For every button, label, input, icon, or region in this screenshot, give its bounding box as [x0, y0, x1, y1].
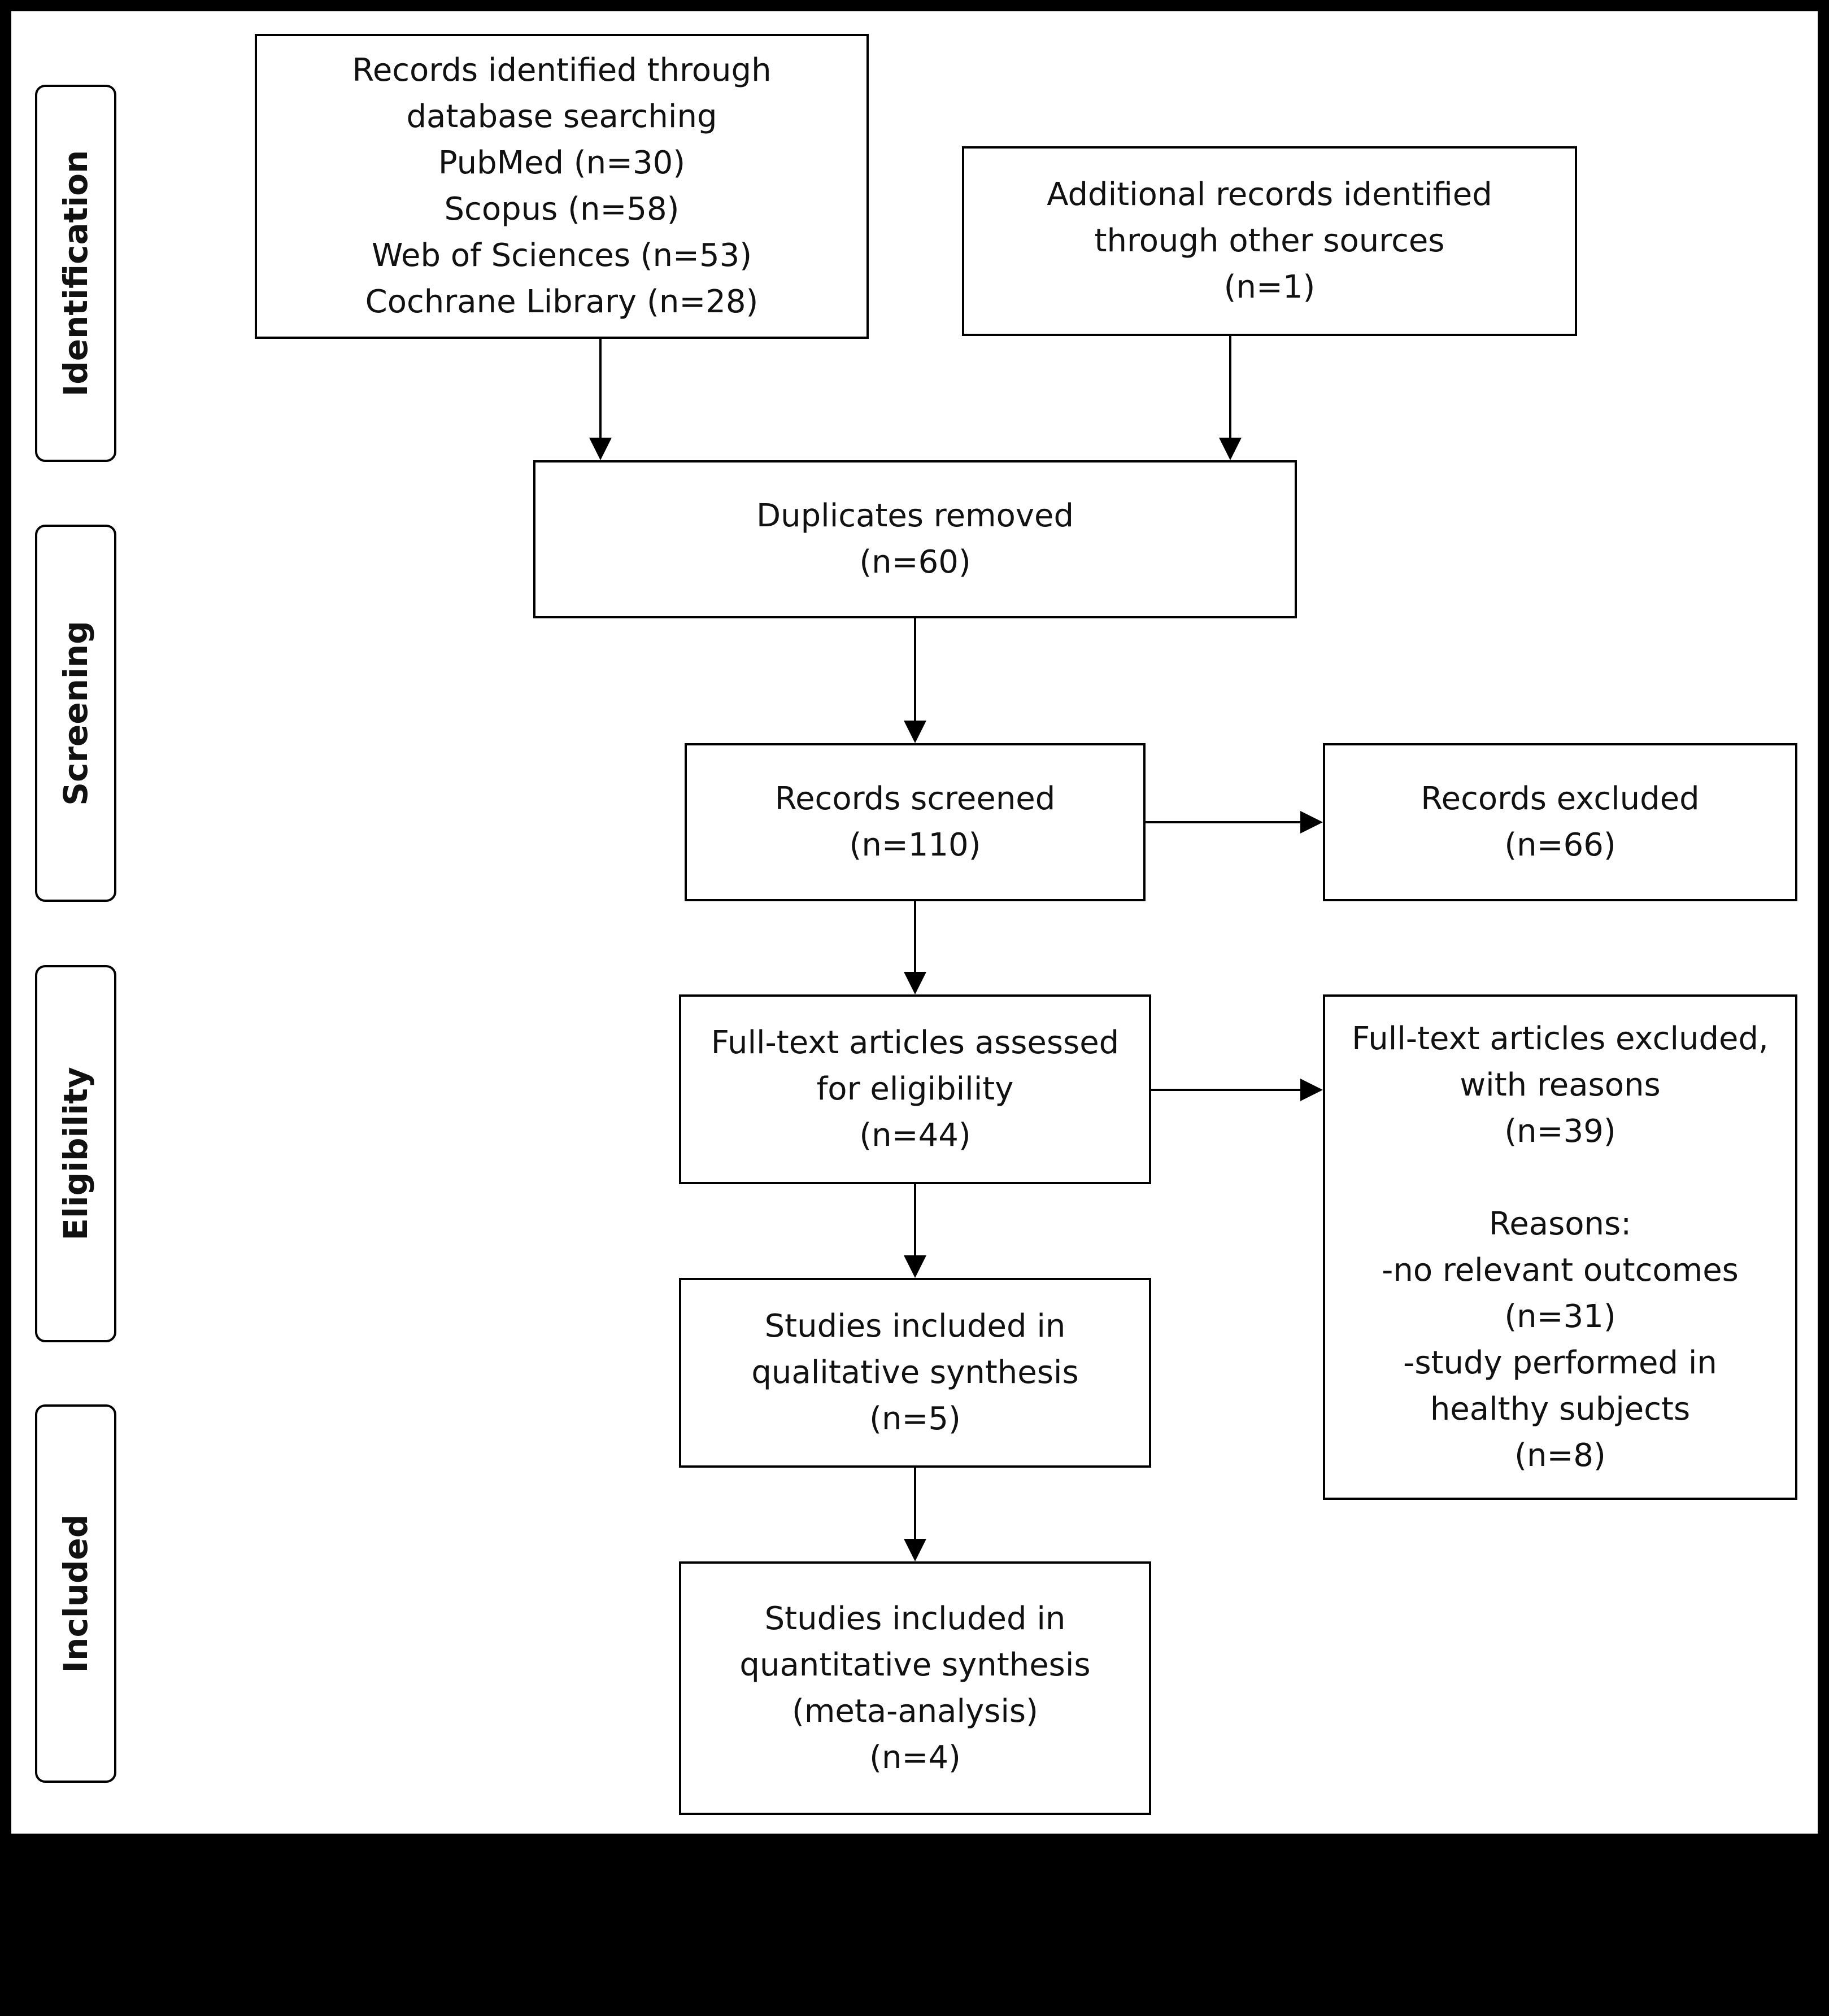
box-text-line: with reasons — [1460, 1066, 1661, 1103]
box-text-line: quantitative synthesis — [739, 1646, 1091, 1683]
box-text-line: through other sources — [1094, 222, 1445, 259]
stage-screening-text: Screening — [56, 621, 95, 806]
stage-identification-text: Identification — [56, 150, 95, 397]
box-text-line: healthy subjects — [1430, 1390, 1691, 1428]
box-text-line: (n=39) — [1504, 1112, 1616, 1150]
box-text-line: Studies included in — [764, 1600, 1066, 1637]
box-text-line: (n=110) — [849, 827, 981, 863]
stage-eligibility-text: Eligibility — [56, 1067, 95, 1241]
box-text-line: Web of Sciences (n=53) — [371, 237, 752, 274]
box-text-line: for eligibility — [816, 1071, 1014, 1107]
box-text-line: Full-text articles excluded, — [1352, 1020, 1769, 1057]
box-text-line: Cochrane Library (n=28) — [365, 283, 759, 320]
box-text-line: PubMed (n=30) — [438, 145, 686, 181]
box-text-line: Reasons: — [1488, 1205, 1632, 1242]
stage-label-eligibility: Eligibility — [35, 965, 116, 1342]
box-text-line: Additional records identified — [1047, 176, 1492, 213]
stage-label-screening: Screening — [35, 525, 116, 902]
records-identified-box: Records identified through database searc… — [255, 34, 869, 339]
box-text-line: Records identified through — [352, 52, 772, 89]
box-text-line: (n=66) — [1504, 827, 1616, 863]
box-text-line: Scopus (n=58) — [444, 191, 680, 228]
box-text-line: (n=60) — [859, 544, 971, 581]
box-text-line: Studies included in — [764, 1308, 1066, 1345]
box-text-line: (meta-analysis) — [792, 1692, 1038, 1730]
fulltext-assessed-box: Full-text articles assessed for eligibili… — [679, 994, 1151, 1184]
stage-label-included: Included — [35, 1404, 116, 1783]
stage-included-text: Included — [56, 1514, 95, 1673]
duplicates-removed-box: Duplicates removed (n=60) — [533, 460, 1297, 618]
box-text-line: (n=31) — [1504, 1298, 1616, 1335]
box-text-line: database searching — [406, 98, 717, 135]
box-text-line: (n=5) — [869, 1400, 961, 1437]
box-text-line: Records excluded — [1421, 780, 1700, 817]
stage-label-identification: Identification — [35, 85, 116, 462]
box-text-line: qualitative synthesis — [751, 1354, 1079, 1391]
box-text-line: -study performed in — [1403, 1344, 1717, 1381]
box-text-line: (n=4) — [869, 1739, 961, 1776]
box-text-line: (n=8) — [1514, 1437, 1606, 1474]
box-text-line: (n=1) — [1223, 269, 1316, 306]
fulltext-excluded-box: Full-text articles excluded, with reasons… — [1323, 994, 1797, 1500]
records-excluded-box: Records excluded (n=66) — [1323, 743, 1797, 901]
box-text-line: -no relevant outcomes — [1382, 1251, 1739, 1289]
records-screened-box: Records screened (n=110) — [685, 743, 1146, 901]
qualitative-synthesis-box: Studies included in qualitative synthesis… — [679, 1278, 1151, 1468]
box-text-line: (n=44) — [859, 1117, 971, 1154]
additional-records-box: Additional records identified through oth… — [962, 146, 1577, 336]
quantitative-synthesis-box: Studies included in quantitative synthesi… — [679, 1561, 1151, 1815]
box-text-line: Records screened — [774, 780, 1056, 817]
box-text-line: Duplicates removed — [756, 498, 1074, 534]
box-text-line: Full-text articles assessed — [711, 1024, 1120, 1061]
